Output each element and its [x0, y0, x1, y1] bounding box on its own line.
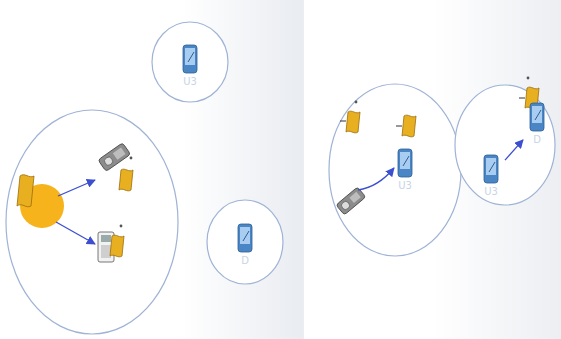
- phone-icon: [182, 44, 198, 74]
- panel-background: [305, 0, 561, 339]
- signal-arrow: [58, 180, 95, 196]
- signal-arrow: [505, 140, 523, 160]
- device-node: U3: [176, 44, 204, 88]
- phone-icon: [529, 102, 545, 132]
- device-label: U3: [391, 180, 419, 192]
- device-node: D: [231, 223, 259, 267]
- signal-dot: [355, 101, 358, 104]
- camera-device: [98, 143, 131, 172]
- coverage-ellipse: [455, 85, 555, 205]
- device-label: D: [523, 134, 551, 146]
- phone-icon: [397, 148, 413, 178]
- signal-dot: [527, 77, 530, 80]
- coverage-circle: [207, 200, 283, 284]
- coverage-ellipse: [6, 110, 178, 334]
- signal-arrow: [56, 222, 95, 244]
- panel-divider: [303, 0, 304, 339]
- phone-icon: [237, 223, 253, 253]
- signal-flag: [17, 175, 34, 207]
- coverage-ellipse: [329, 84, 461, 256]
- device-node: U3: [391, 148, 419, 192]
- device-label: U3: [477, 186, 505, 198]
- signal-arrow: [358, 168, 394, 190]
- panel-background: [0, 0, 302, 339]
- device-label: U3: [176, 76, 204, 88]
- signal-flag: [346, 111, 360, 133]
- signal-flag: [110, 235, 124, 257]
- signal-dot: [130, 157, 133, 160]
- signal-flag: [119, 169, 133, 191]
- signal-flag: [402, 115, 416, 137]
- coverage-circle: [152, 22, 228, 102]
- phone-icon: [483, 154, 499, 184]
- camera-device: [336, 187, 366, 215]
- signal-dash: [519, 98, 525, 99]
- signal-dash: [396, 126, 402, 127]
- device-node: D: [523, 102, 551, 146]
- signal-dash: [340, 121, 346, 122]
- device-node: U3: [477, 154, 505, 198]
- device-label: D: [231, 255, 259, 267]
- signal-dot: [120, 225, 123, 228]
